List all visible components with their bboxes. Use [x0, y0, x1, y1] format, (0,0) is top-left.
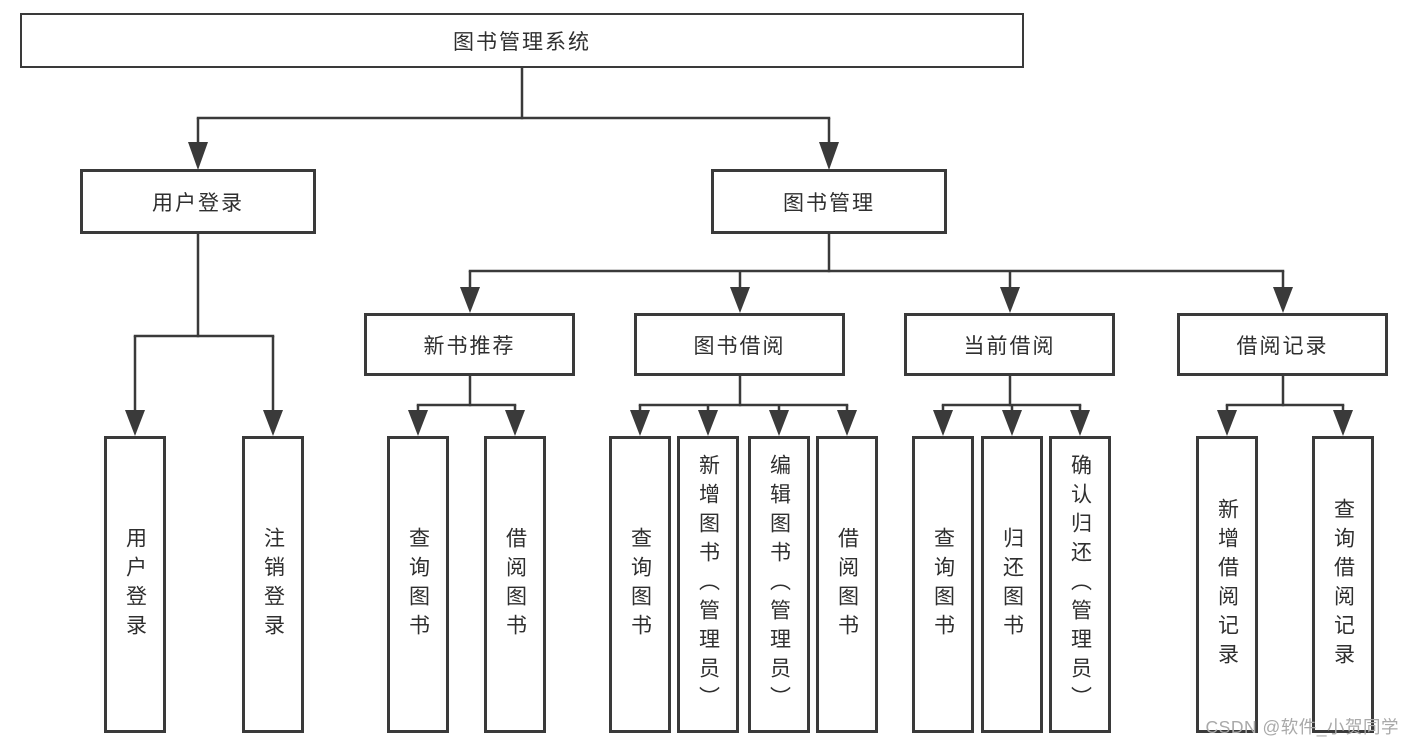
- leaf-query-books-recommend: 查询图书: [387, 436, 449, 733]
- node-label: 借阅记录: [1236, 334, 1329, 358]
- arrow-down-icon: [505, 410, 525, 436]
- arrow-down-icon: [1000, 287, 1020, 313]
- node-label: 借阅图书: [835, 526, 859, 643]
- csdn-watermark: CSDN @软件_小贺同学: [1205, 717, 1399, 737]
- arrow-down-icon: [188, 142, 208, 170]
- arrow-down-icon: [769, 410, 789, 436]
- leaf-add-borrow-record: 新增借阅记录: [1196, 436, 1258, 733]
- leaf-user-login: 用户登录: [104, 436, 166, 733]
- node-label: 确认归还（管理员）: [1068, 454, 1092, 715]
- arrow-down-icon: [408, 410, 428, 436]
- node-book-management: 图书管理: [711, 169, 947, 234]
- node-label: 归还图书: [1000, 526, 1024, 643]
- leaf-query-books-borrowing: 查询图书: [609, 436, 671, 733]
- node-label: 新书推荐: [423, 334, 516, 358]
- arrow-down-icon: [460, 287, 480, 313]
- node-new-book-recommend: 新书推荐: [364, 313, 575, 376]
- arrow-down-icon: [1333, 410, 1353, 436]
- node-label: 图书管理: [783, 191, 875, 215]
- node-borrowing-records: 借阅记录: [1177, 313, 1388, 376]
- node-label: 查询图书: [628, 526, 652, 643]
- arrow-down-icon: [1070, 410, 1090, 436]
- arrow-down-icon: [837, 410, 857, 436]
- arrow-down-icon: [125, 410, 145, 436]
- leaf-add-book-admin: 新增图书（管理员）: [677, 436, 739, 733]
- node-user-login: 用户登录: [80, 169, 316, 234]
- node-book-borrowing: 图书借阅: [634, 313, 845, 376]
- node-label: 新增借阅记录: [1215, 497, 1239, 672]
- leaf-query-borrow-record: 查询借阅记录: [1312, 436, 1374, 733]
- node-label: 借阅图书: [503, 526, 527, 643]
- node-library-management-system: 图书管理系统: [20, 13, 1024, 68]
- arrow-down-icon: [933, 410, 953, 436]
- node-label: 编辑图书（管理员）: [767, 454, 791, 715]
- arrow-down-icon: [263, 410, 283, 436]
- node-current-borrowing: 当前借阅: [904, 313, 1115, 376]
- node-label: 图书管理系统: [453, 30, 591, 54]
- node-label: 用户登录: [152, 191, 244, 215]
- arrow-down-icon: [1273, 287, 1293, 313]
- node-label: 新增图书（管理员）: [696, 454, 720, 715]
- arrow-down-icon: [730, 287, 750, 313]
- node-label: 用户登录: [123, 526, 147, 643]
- node-label: 查询借阅记录: [1331, 497, 1355, 672]
- leaf-confirm-return-admin: 确认归还（管理员）: [1049, 436, 1111, 733]
- leaf-borrow-books-borrowing: 借阅图书: [816, 436, 878, 733]
- arrow-down-icon: [819, 142, 839, 170]
- node-label: 注销登录: [261, 526, 285, 643]
- node-label: 当前借阅: [963, 334, 1056, 358]
- arrow-down-icon: [1002, 410, 1022, 436]
- leaf-borrow-books-recommend: 借阅图书: [484, 436, 546, 733]
- leaf-edit-book-admin: 编辑图书（管理员）: [748, 436, 810, 733]
- arrow-down-icon: [1217, 410, 1237, 436]
- node-label: 查询图书: [931, 526, 955, 643]
- arrow-down-icon: [630, 410, 650, 436]
- leaf-return-book: 归还图书: [981, 436, 1043, 733]
- leaf-logout: 注销登录: [242, 436, 304, 733]
- node-label: 图书借阅: [693, 334, 786, 358]
- node-label: 查询图书: [406, 526, 430, 643]
- leaf-query-books-current: 查询图书: [912, 436, 974, 733]
- arrow-down-icon: [698, 410, 718, 436]
